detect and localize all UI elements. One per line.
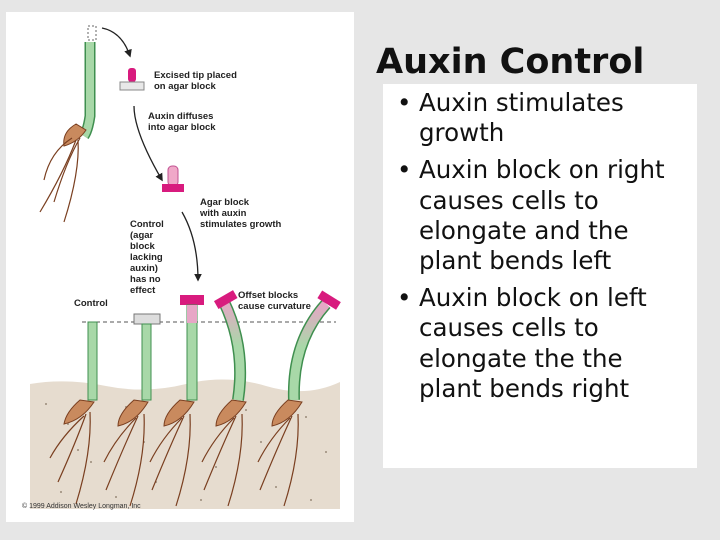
- label-offset: Offset blocks cause curvature: [238, 290, 311, 312]
- label-agar-auxin: Agar block with auxin stimulates growth: [199, 197, 281, 230]
- bullet-item: Auxin block on left causes cells to elon…: [391, 283, 691, 404]
- slide-title: Auxin Control: [376, 42, 645, 82]
- seedling-plain-agar: [103, 313, 161, 507]
- seedling-control: [49, 321, 98, 505]
- bullet-panel: Auxin stimulates growth Auxin block on r…: [383, 84, 697, 468]
- seedling-auxin-agar: [149, 295, 204, 507]
- agar-with-auxin: [162, 165, 184, 192]
- label-excised-tip: Excised tip placed on agar block: [154, 70, 240, 92]
- bullet-list: Auxin stimulates growth Auxin block on r…: [391, 88, 691, 404]
- label-control: Control: [74, 298, 108, 309]
- label-diffuses: Auxin diffuses into agar block: [148, 111, 216, 133]
- bullet-item: Auxin block on right causes cells to elo…: [391, 155, 691, 276]
- copyright-text: © 1999 Addison Wesley Longman, Inc: [22, 502, 141, 510]
- process-arrows: [101, 27, 202, 282]
- label-control-note: Control (agar block lacking auxin) has n…: [130, 219, 166, 296]
- seedling-offset-right: [201, 290, 247, 507]
- auxin-experiment-diagram: Excised tip placed on agar block Auxin d…: [6, 12, 354, 522]
- bullet-item: Auxin stimulates growth: [391, 88, 691, 148]
- seedling-offset-left: [257, 290, 341, 507]
- diagram-svg: Excised tip placed on agar block Auxin d…: [22, 25, 341, 510]
- tip-on-agar: [119, 68, 145, 91]
- decapitated-seedling: [39, 25, 97, 223]
